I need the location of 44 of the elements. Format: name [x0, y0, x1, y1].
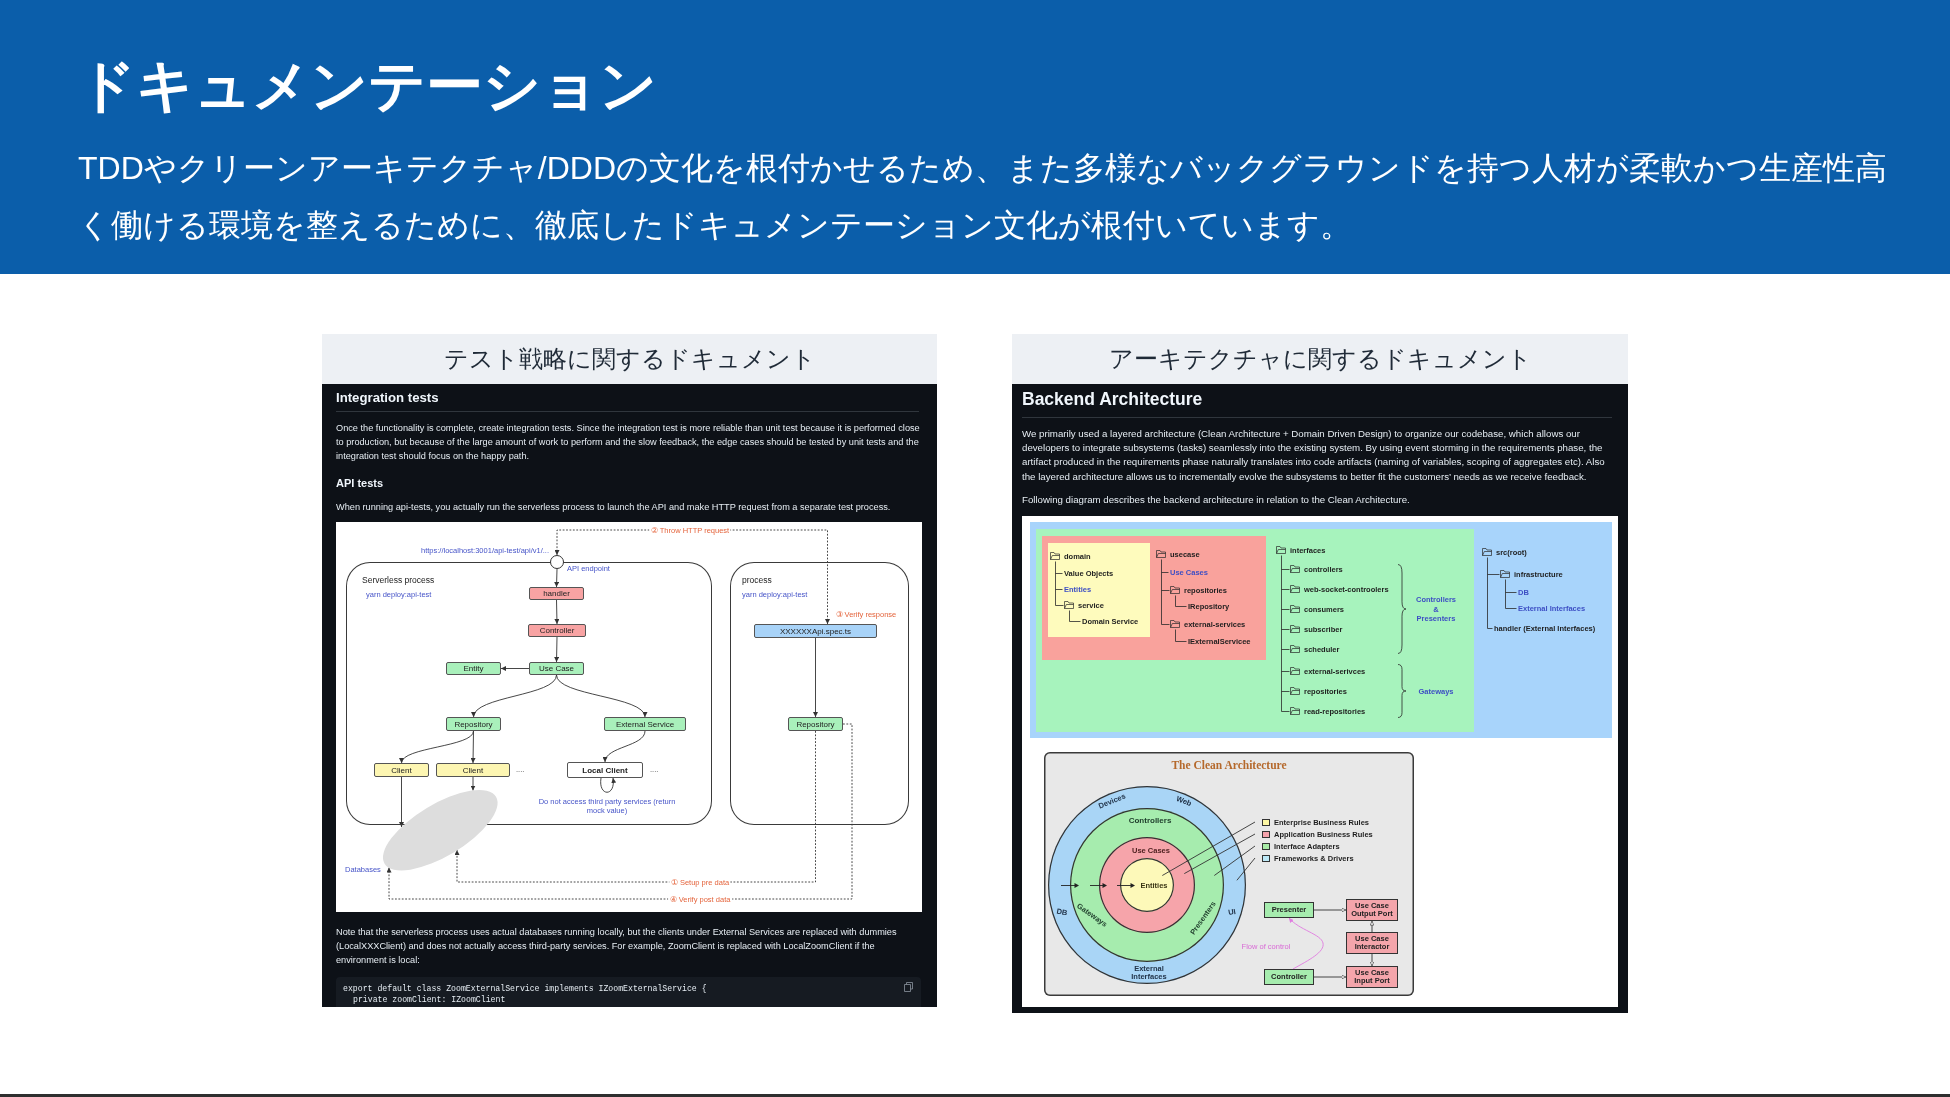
process-title: Serverless process — [362, 574, 435, 586]
process-box: Use Case — [529, 662, 584, 675]
process-box: handler — [529, 587, 584, 600]
figure-title: The Clean Architecture — [1171, 759, 1287, 773]
leader-line — [1236, 857, 1256, 881]
document-card — [322, 334, 937, 1007]
layer-box — [1036, 529, 1474, 732]
layer-box — [1030, 522, 1612, 738]
process-box: Repository — [788, 717, 843, 731]
doc-subheading: API tests — [336, 477, 384, 491]
layer-circle — [1120, 858, 1174, 912]
doc-heading: Integration tests — [336, 390, 439, 406]
layer-box — [1048, 543, 1150, 637]
slide-title: ドキュメンテーション — [78, 50, 657, 120]
paragraph: We primarily used a layered architecture (Clean Architecture + Domain Driven Design) to organize our codebase, which allows our developers to integrate subsystems (tasks) seamlessly into the existing system. By using event storming in the requirements phase, the artifact produced in the requirements phase naturally translates into code artifacts (naming of variables, scoping of aggregates etc). Also the layered architecture allows us to incrementally evolve the subsystems to better fit the customers’ needs as we receive feedback. — [1022, 427, 1606, 484]
process-area — [346, 562, 712, 825]
paragraph: Once the functionality is complete, create integration tests. Since the integration test is more reliable than unit test because it is performed close to production, but because of the large amount of work to perform and the slow feedback, the edge cases should be tested by unit tests and the integration test should focus on the happy path. — [336, 422, 921, 463]
document-card — [1012, 334, 1628, 1013]
process-box: XXXXXXApi.spec.ts — [754, 624, 877, 638]
process-title: process — [742, 574, 772, 586]
paragraph: When running api-tests, you actually run the serverless process to launch the API and make HTTP request from a separate test process. — [336, 501, 892, 514]
process-box: Entity — [446, 662, 501, 675]
process-box: Local Client — [567, 762, 643, 778]
process-area — [730, 562, 909, 825]
leader-line — [1183, 833, 1256, 875]
leader-line — [1213, 845, 1256, 876]
process-box: Repository — [446, 717, 501, 731]
code-line: export default class ZoomExternalService implements IZoomExternalService { — [343, 984, 707, 994]
card-heading: テスト戦略に関するドキュメント — [322, 334, 937, 384]
figure-panel — [1044, 752, 1414, 996]
leader-line — [1161, 821, 1256, 876]
process-box: Controller — [528, 624, 586, 637]
endpoint-circle — [550, 555, 564, 569]
process-box: Client — [374, 763, 429, 777]
process-box: Client — [436, 763, 510, 777]
intro-text: TDDやクリーンアーキテクチャ/DDDの文化を根付かせるため、また多様なバックグラウンドを持つ人材が柔軟かつ生産性高く働ける環境を整えるために、徹底したドキュメンテーション文化が根付いています。 — [78, 148, 1888, 245]
paragraph: Note that the serverless process uses actual databases running locally, but the clients under External Services are replaced with dummies (LocalXXXClient) and does not actually access third-party services. For example, ZoomClient is replaced with LocalZoomClient if the environment is local: — [336, 926, 898, 967]
ring-label: Controllers — [1128, 816, 1172, 826]
code-line: private zoomClient: IZoomClient — [353, 995, 506, 1005]
paragraph: Following diagram describes the backend architecture in relation to the Clean Architecture. — [1022, 493, 1411, 507]
process-box: External Service — [604, 717, 686, 731]
doc-heading: Backend Architecture — [1022, 389, 1203, 410]
layer-box — [1042, 536, 1266, 660]
card-heading: アーキテクチャに関するドキュメント — [1012, 334, 1628, 384]
